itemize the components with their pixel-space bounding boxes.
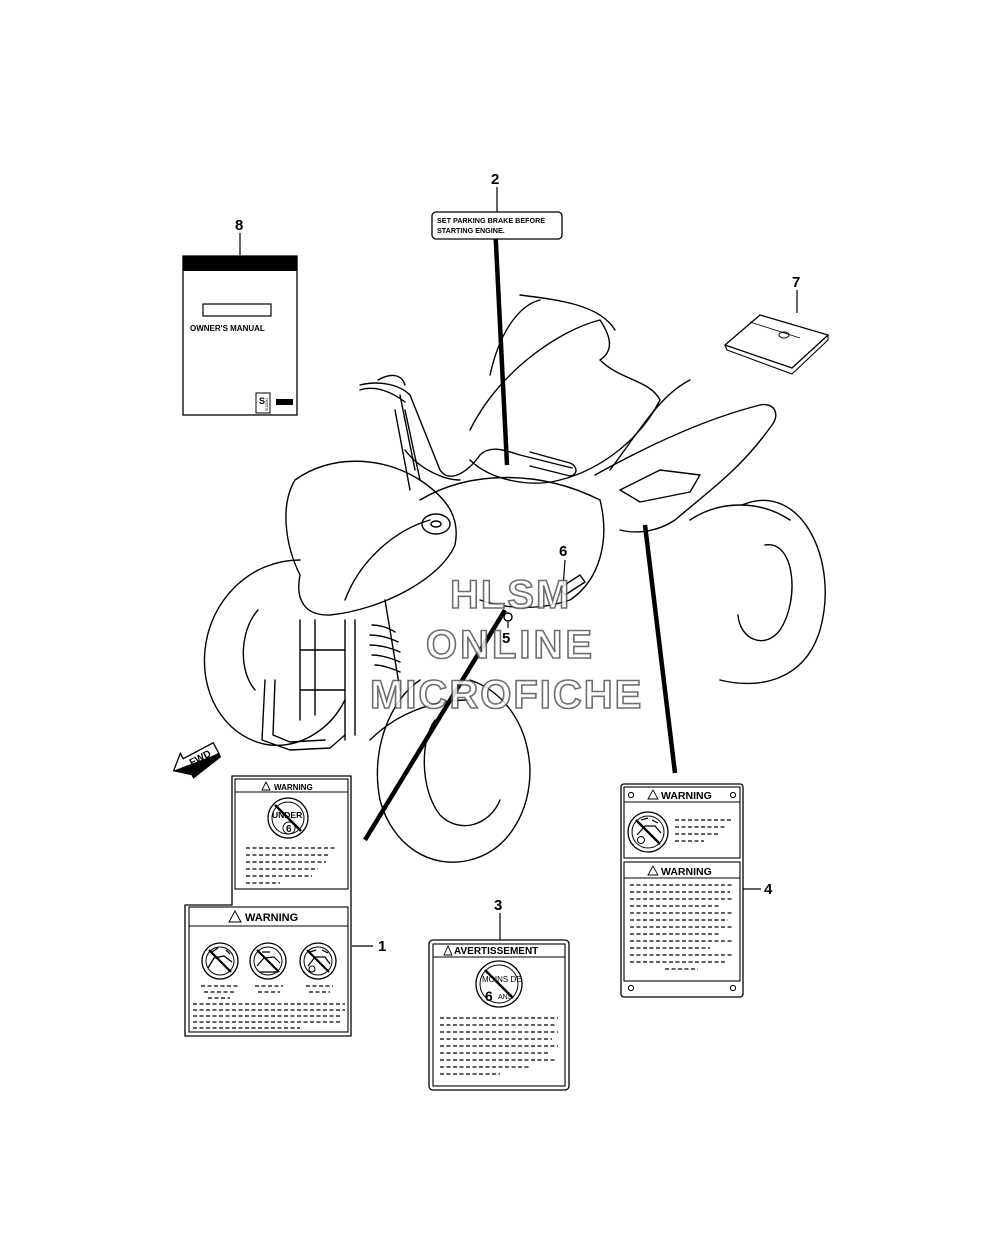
warning-label-3: AVERTISSEMENT MOINS DE 6 ANS: [428, 939, 570, 1091]
callout-8: 8: [235, 217, 243, 234]
parking-brake-label: SET PARKING BRAKE BEFORE STARTING ENGINE…: [431, 211, 563, 240]
label3-heading: AVERTISSEMENT: [454, 946, 538, 957]
label1-badge-word: UNDER: [272, 810, 302, 820]
parking-label-line2: STARTING ENGINE.: [437, 226, 505, 235]
label4-heading-bottom: WARNING: [661, 866, 712, 878]
label3-badge-unit: ANS: [498, 994, 513, 1001]
parking-label-line1: SET PARKING BRAKE BEFORE: [437, 216, 545, 225]
warning-label-1: WARNING UNDER 6 WARNING: [184, 775, 352, 1037]
no-passenger-icon: [201, 942, 239, 980]
manual-title: OWNER'S MANUAL: [190, 324, 265, 333]
no-pavement-icon: [249, 942, 287, 980]
owners-manual: OWNER'S MANUAL S SUZUKI: [182, 255, 298, 416]
no-alcohol-icon: [299, 942, 337, 980]
watermark-line1: HLSM: [450, 573, 571, 617]
label1-badge-num: 6: [286, 824, 292, 835]
small-decal: [723, 314, 830, 375]
label1-main-heading: WARNING: [245, 912, 298, 924]
label3-badge-num: 6: [485, 988, 493, 1004]
manual-brand: SUZUKI: [265, 398, 269, 411]
callout-2: 2: [491, 171, 499, 188]
label1-top-heading: WARNING: [274, 783, 313, 792]
fwd-arrow: FWD: [172, 741, 222, 779]
label3-badge-line1: MOINS DE: [482, 975, 522, 984]
label4-heading-top: WARNING: [661, 790, 712, 802]
watermark-line2: ONLINE: [426, 623, 595, 667]
watermark-line3: MICROFICHE: [370, 673, 643, 717]
callout-7: 7: [792, 274, 800, 291]
watermark: HLSM ONLINE MICROFICHE: [369, 572, 643, 718]
suzuki-s-logo: S: [259, 396, 265, 406]
callout-5: 5: [502, 630, 510, 647]
callout-1: 1: [378, 938, 386, 955]
callout-6: 6: [559, 543, 567, 560]
callout-numbers: 2 8 7 6 5 3 1 4: [235, 171, 800, 955]
atv-illustration: [203, 294, 826, 863]
callout-4: 4: [764, 881, 773, 898]
warning-label-4: WARNING WARNING: [620, 783, 744, 998]
leader-lines: [239, 187, 798, 947]
callout-3: 3: [494, 897, 502, 914]
